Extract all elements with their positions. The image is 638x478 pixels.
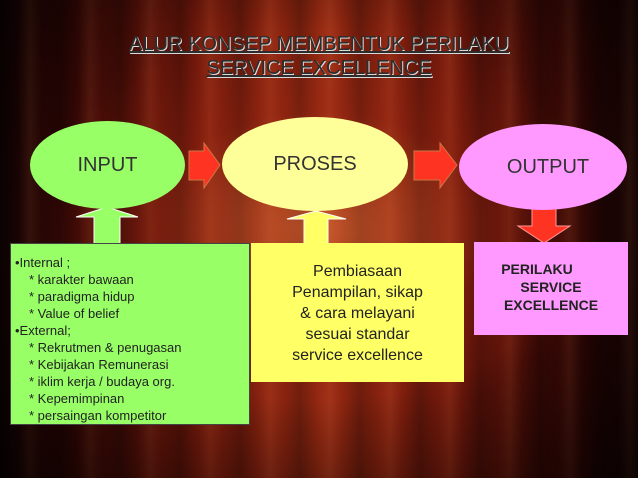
arrow-down-to-output-box-icon <box>516 205 572 244</box>
input-factor-item: * Value of belief <box>29 306 120 321</box>
input-factor-item: * paradigma hidup <box>29 289 135 304</box>
input-factors-list: •Internal ; * karakter bawaan * paradigma … <box>15 254 181 424</box>
proses-label: PROSES <box>273 152 357 175</box>
input-factor-item: * karakter bawaan <box>29 272 134 287</box>
arrow-proses-to-output-icon <box>413 141 458 190</box>
proses-line: & cara melayani <box>300 305 415 322</box>
proses-line: service excellence <box>292 347 423 364</box>
slide-title: ALUR KONSEP MEMBENTUK PERILAKU SERVICE E… <box>80 32 558 80</box>
proses-node: PROSES <box>222 117 408 211</box>
proses-line: Pembiasaan <box>313 263 402 280</box>
input-factors-box: •Internal ; * karakter bawaan * paradigma … <box>10 243 250 425</box>
input-factor-item: •External; <box>15 323 71 338</box>
proses-line: Penampilan, sikap <box>292 284 423 301</box>
input-factor-item: * iklim kerja / budaya org. <box>29 374 175 389</box>
output-node: OUTPUT <box>459 124 627 210</box>
output-description-text: PERILAKU SERVICE EXCELLENCE <box>474 260 628 314</box>
output-line-1: PERILAKU <box>501 261 573 277</box>
output-description-box: PERILAKU SERVICE EXCELLENCE <box>474 242 628 335</box>
output-line-3: EXCELLENCE <box>503 297 599 313</box>
input-factor-item: * persaingan kompetitor <box>29 408 167 423</box>
output-line-2: SERVICE <box>520 279 582 295</box>
title-line-1: ALUR KONSEP MEMBENTUK PERILAKU <box>129 33 509 55</box>
input-label: INPUT <box>77 153 138 176</box>
output-label: OUTPUT <box>506 155 590 178</box>
input-factor-item: •Internal ; <box>15 255 71 270</box>
title-line-2: SERVICE EXCELLENCE <box>206 57 432 79</box>
input-factor-item: * Kebijakan Remunerasi <box>29 357 169 372</box>
proses-line: sesuai standar <box>305 326 410 343</box>
arrow-input-to-proses-icon <box>188 141 221 190</box>
arrow-up-to-proses-icon <box>286 210 347 245</box>
input-factor-item: * Rekrutmen & penugasan <box>29 340 182 355</box>
input-node: INPUT <box>30 121 185 209</box>
arrow-up-to-input-icon <box>75 206 139 245</box>
input-factor-item: * Kepemimpinan <box>29 391 125 406</box>
